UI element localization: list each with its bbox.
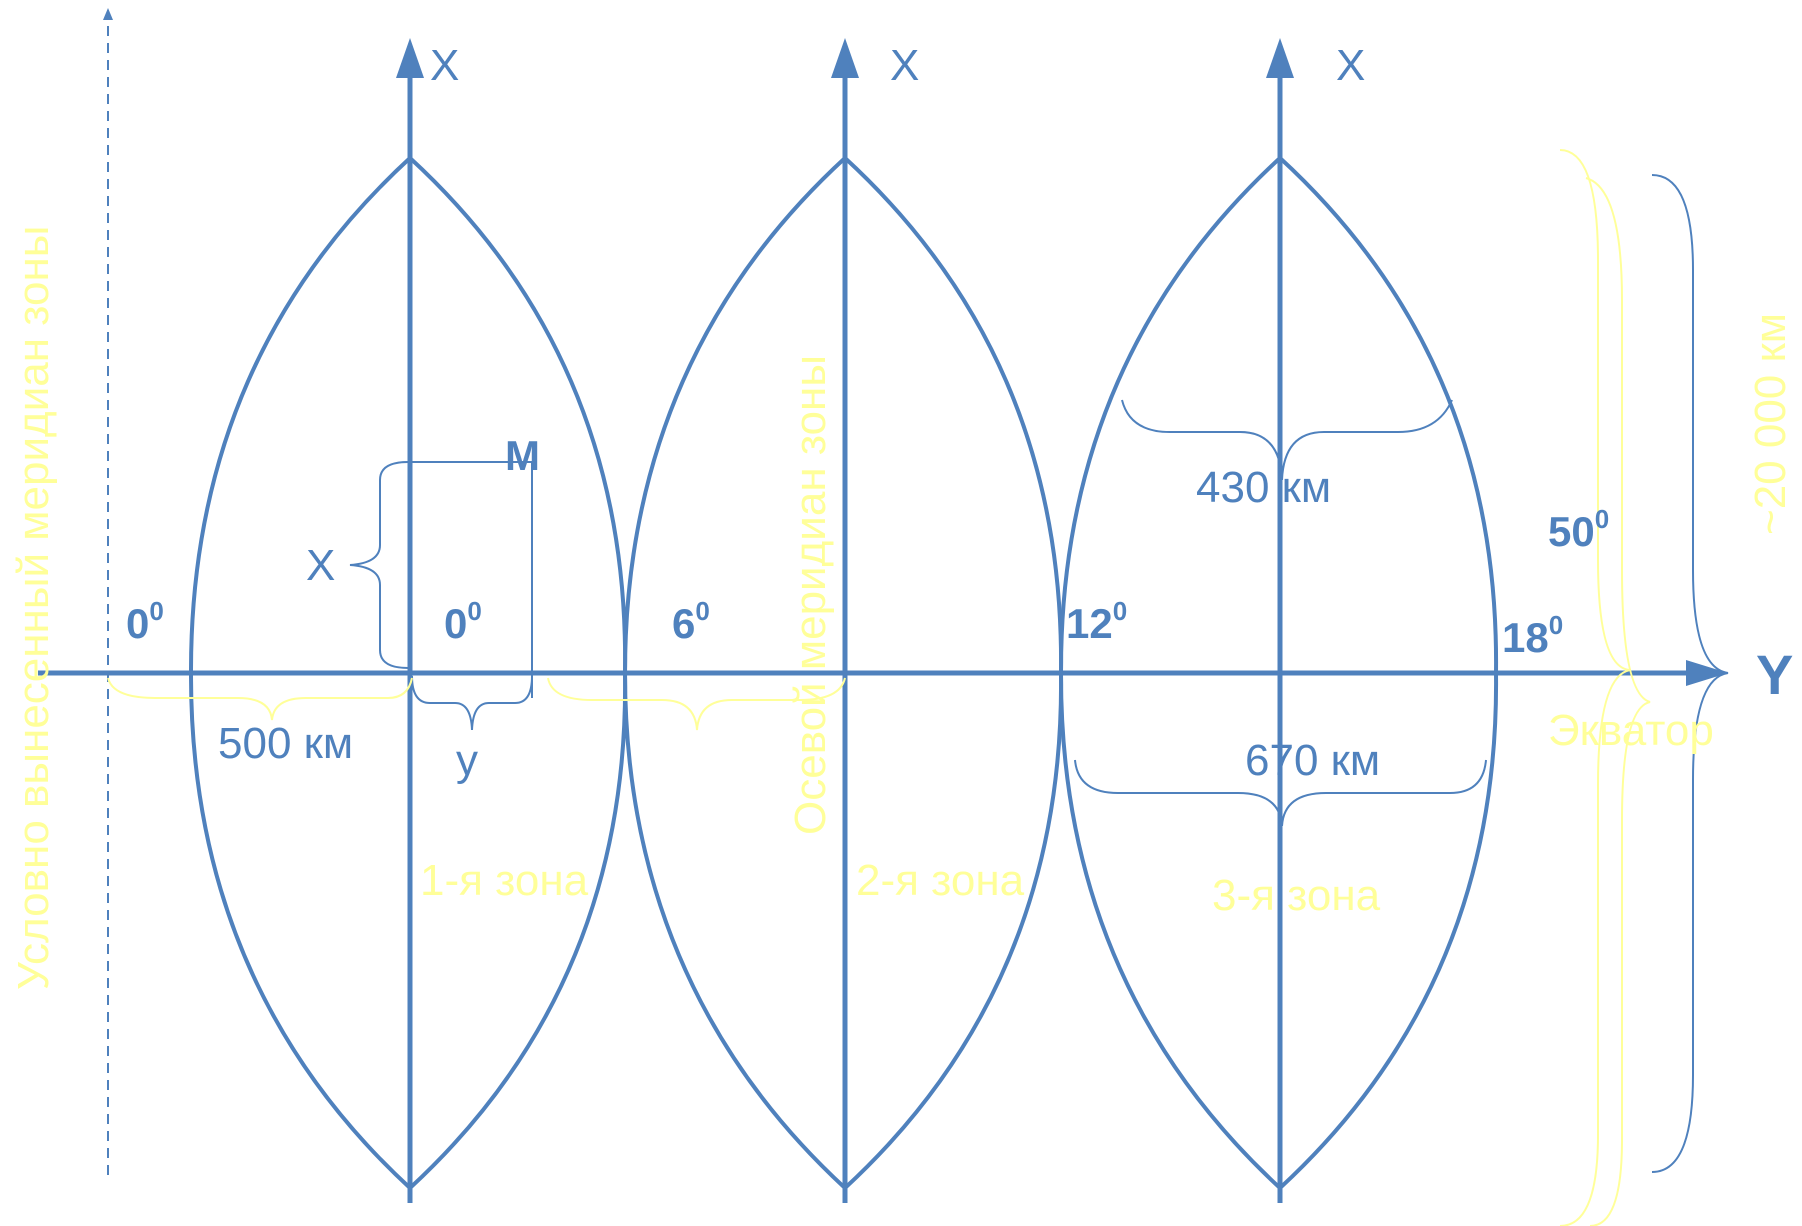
false-meridian-label: Условно вынесенный меридиан зоны bbox=[9, 226, 58, 990]
offset-distance-label: 500 км bbox=[218, 719, 353, 768]
offset-500-brace bbox=[107, 677, 413, 721]
zone2-outline bbox=[622, 155, 1064, 1191]
x-coordinate-brace bbox=[349, 461, 409, 669]
y-axis-label: Y bbox=[1756, 643, 1793, 706]
width-equator-brace bbox=[1074, 759, 1487, 827]
point-m-y-label: y bbox=[456, 736, 478, 785]
x-axis-label-zone3: X bbox=[1336, 41, 1365, 90]
meridian-length-label: ~20 000 км bbox=[1746, 313, 1795, 535]
zone3-label: 3-я зона bbox=[1212, 871, 1381, 920]
x-axis-arrowhead-zone3 bbox=[1266, 38, 1294, 78]
meridian-label-zone2-3-border: 120 bbox=[1066, 596, 1127, 647]
meridian-label-left-edge: 00 bbox=[126, 596, 164, 647]
zone1-outline bbox=[188, 155, 628, 1191]
latitude-label: 500 bbox=[1548, 504, 1609, 555]
width-50-label: 430 км bbox=[1196, 463, 1331, 512]
axial-meridian-label: Осевой меридиан зоны bbox=[786, 355, 835, 835]
width-equator-label: 670 км bbox=[1245, 736, 1380, 785]
y-axis-arrowhead bbox=[1686, 660, 1728, 686]
hemisphere-brace-inner bbox=[1585, 177, 1651, 1226]
x-axis-label-zone1: X bbox=[430, 41, 459, 90]
point-m-label: M bbox=[505, 432, 540, 479]
meridian-length-brace bbox=[1651, 174, 1729, 1173]
zone1-label: 1-я зона bbox=[420, 856, 589, 905]
zone2-label: 2-я зона bbox=[856, 856, 1025, 905]
x-axis-arrowhead-zone2 bbox=[831, 38, 859, 78]
y-coordinate-brace bbox=[411, 675, 533, 731]
meridian-label-zone1-2-border: 60 bbox=[672, 596, 710, 647]
false-meridian-arrowhead bbox=[103, 8, 113, 20]
zone3-outline bbox=[1058, 155, 1499, 1191]
meridian-label-zone3-edge: 180 bbox=[1502, 610, 1563, 661]
x-axis-arrowhead-zone1 bbox=[396, 38, 424, 78]
x-axis-label-zone2: X bbox=[890, 41, 919, 90]
equator-label: Экватор bbox=[1548, 706, 1714, 755]
meridian-label-zone1-axis: 00 bbox=[444, 596, 482, 647]
width-50-brace bbox=[1121, 399, 1453, 481]
hemisphere-brace-outer bbox=[1559, 149, 1631, 1226]
point-m-x-label: X bbox=[306, 541, 335, 590]
axial-offset-brace bbox=[547, 677, 846, 731]
